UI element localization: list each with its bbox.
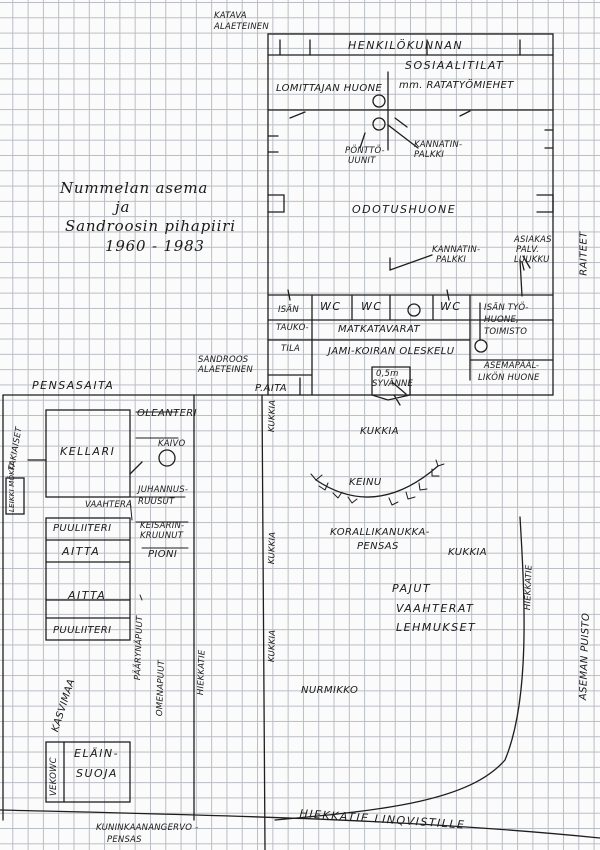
label-asemapaal-2: LIKÖN HUONE xyxy=(478,373,540,383)
label-hiekkatie-left: HIEKKATIE xyxy=(196,649,208,696)
label-keisarinkruunut-2: KRUUNUT xyxy=(140,531,184,541)
label-vekowc: VEKOWC xyxy=(49,757,59,796)
label-elainsuoja-2: SUOJA xyxy=(76,767,118,780)
label-isan-2: TAUKO- xyxy=(276,323,309,333)
label-isan-3: TILA xyxy=(281,344,301,354)
label-isan-tyo-3: TOIMISTO xyxy=(484,327,528,337)
takiaiset-pointer xyxy=(27,459,143,475)
label-kannatinpalkki2-1: KANNATIN- xyxy=(432,245,481,255)
label-pioni: PIONI xyxy=(148,549,178,560)
label-elainsuoja-1: ELÄIN- xyxy=(74,747,120,760)
label-syvanne-2: SYVÄNNE xyxy=(372,379,414,389)
label-kukkia-3: KUKKIA xyxy=(267,531,279,565)
label-matkatavarat: MATKATAVARAT xyxy=(338,324,421,335)
label-pensasaita: PENSASAITA xyxy=(32,379,115,392)
stove-circle-2 xyxy=(372,117,386,131)
title-line-4: 1960 - 1983 xyxy=(105,237,205,255)
label-ratatyomiehet: mm. RATATYÖMIEHET xyxy=(399,80,514,91)
label-isan-tyo-1: ISÄN TYÖ- xyxy=(484,303,529,313)
label-asemapaal-1: ASEMAPÄÄL- xyxy=(484,361,540,371)
label-p-aita: P.AITA xyxy=(255,383,288,394)
label-leikkimokki: LEIKKI MÖKKI xyxy=(8,462,16,512)
label-kuninkaan-1: KUNINKAANANGERVO - xyxy=(96,823,199,833)
station-window-marks xyxy=(267,39,554,396)
label-sandroos-1: SANDROOS xyxy=(198,355,249,365)
stove-circle-3 xyxy=(407,303,421,317)
keinu-arc xyxy=(315,465,439,498)
title-line-3: Sandroosin pihapiiri xyxy=(65,217,236,235)
p-aita-line xyxy=(261,394,266,850)
label-kuninkaan-2: PENSAS xyxy=(107,835,142,845)
label-kannatinpalkki2-2: PALKKI xyxy=(436,255,467,265)
label-vaahtera: VAAHTERA xyxy=(85,500,133,510)
label-aitta-1: AITTA xyxy=(62,545,101,558)
label-wc-1: WC xyxy=(320,300,342,313)
elainsuoja-box xyxy=(45,741,131,803)
stove-circle-1 xyxy=(372,94,386,108)
label-kannatinpalkki-2: PALKKI xyxy=(414,150,445,160)
label-nurmikko: NURMIKKO xyxy=(301,685,359,696)
label-pajut: PAJUT xyxy=(392,582,432,595)
label-ponttouunit-2: UUNIT xyxy=(348,156,376,166)
label-kannatinpalkki-1: KANNATIN- xyxy=(414,140,463,150)
label-kukkia-4: KUKKIA xyxy=(267,629,279,663)
station-inner-walls xyxy=(267,54,554,406)
label-alaeteinen-top: ALAETEINEN xyxy=(214,22,269,32)
label-wc-2: WC xyxy=(361,300,383,313)
label-henkilokunnan: HENKILÖKUNNAN xyxy=(348,39,464,52)
label-isan-tyo-2: HUONE, xyxy=(484,315,519,325)
leikkimokki-box xyxy=(5,477,25,515)
label-kellari: KELLARI xyxy=(60,445,116,458)
label-hiekkatie-right: HIEKKATIE xyxy=(523,564,535,611)
label-asiakas-2: PALV. xyxy=(516,245,540,255)
label-sosiaalitilat: SOSIAALITILAT xyxy=(405,59,505,72)
title-line-2: ja xyxy=(115,198,131,216)
label-korallikanukka-2: PENSAS xyxy=(357,541,399,552)
label-asiakas-3: LUUKKU xyxy=(514,255,550,265)
label-sandroos-2: ALAETEINEN xyxy=(198,365,253,375)
label-kukkia-1: KUKKIA xyxy=(267,399,279,433)
stove-pointer xyxy=(359,124,525,271)
stove-circle-4 xyxy=(474,339,488,353)
label-lomittajan: LOMITTAJAN HUONE xyxy=(276,83,383,94)
label-kukkia-5: KUKKIA xyxy=(448,547,488,558)
label-oleanteri: OLEANTERI xyxy=(137,408,198,419)
label-juhannusruusut-1: JUHANNUS- xyxy=(138,485,189,495)
label-keisarinkruunut-1: KEISARIN- xyxy=(140,521,185,531)
label-puuliiteri-1: PUULIITERI xyxy=(53,523,112,534)
label-katava: KATAVA xyxy=(214,11,247,21)
label-aitta-2: AITTA xyxy=(68,589,107,602)
label-kukkia-2: KUKKIA xyxy=(360,426,400,437)
label-puuliiteri-2: PUULIITERI xyxy=(53,625,112,636)
underline-marks xyxy=(114,411,189,601)
label-isan-1: ISÄN xyxy=(278,305,299,315)
kaivo-circle xyxy=(158,449,176,467)
hiekkatie-curve xyxy=(274,516,525,821)
label-wc-3: WC xyxy=(440,300,462,313)
aitta-block xyxy=(45,517,131,641)
keinu-leaves xyxy=(310,459,445,506)
label-ponttouunit-1: PÖNTTÖ- xyxy=(345,146,385,156)
kellari-box xyxy=(45,409,131,498)
label-lehmukset: LEHMUKSET xyxy=(396,621,477,634)
label-raiteet: RAITEET xyxy=(578,231,590,276)
label-kaivo: KAIVO xyxy=(158,439,186,449)
hiekkatie-bottom-line xyxy=(0,809,600,839)
label-korallikanukka-1: KORALLIKANUKKA- xyxy=(330,527,430,538)
label-jami: JAMI-KOIRAN OLESKELU xyxy=(328,346,455,357)
label-syvanne-1: 0,5m xyxy=(376,369,399,379)
label-keinu: KEINU xyxy=(349,477,382,488)
label-odotushuone: ODOTUSHUONE xyxy=(352,203,457,216)
aitta-dividers xyxy=(45,539,131,619)
label-asiakas-1: ASIAKAS xyxy=(514,235,552,245)
title-line-1: Nummelan asema xyxy=(60,179,209,197)
label-juhannusruusut-2: RUUSUT xyxy=(138,497,175,507)
label-vaahterat: VAAHTERAT xyxy=(396,602,475,615)
